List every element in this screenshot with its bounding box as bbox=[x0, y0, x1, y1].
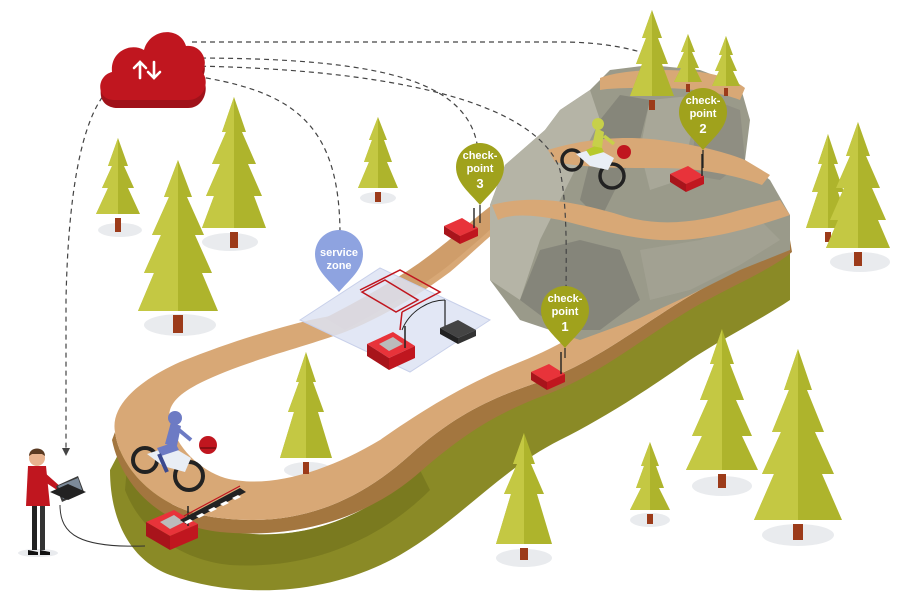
motorcycle-rider-icon bbox=[131, 411, 205, 492]
tree bbox=[630, 10, 674, 110]
link-cloud-to-checkpoint-1 bbox=[191, 65, 567, 301]
service-zone-pin[interactable]: service zone bbox=[315, 230, 363, 292]
link-cloud-to-checkpoint-top bbox=[192, 41, 666, 61]
tree bbox=[202, 97, 266, 248]
grass-base bbox=[110, 250, 790, 591]
timing-station-icon[interactable] bbox=[146, 506, 198, 550]
checkpoint-2-label-line2: point bbox=[690, 108, 717, 120]
person-with-laptop-icon[interactable] bbox=[26, 448, 86, 556]
mountain-ledge-upper bbox=[548, 138, 770, 185]
tree bbox=[826, 122, 890, 266]
timing-station-icon[interactable] bbox=[367, 326, 415, 370]
checkpoint-pin-3[interactable]: check- point 3 bbox=[456, 143, 504, 223]
timing-station-icon[interactable] bbox=[444, 208, 478, 244]
service-zone-label-line1: service bbox=[320, 247, 358, 259]
checkpoint-3-label-line1: check- bbox=[463, 150, 498, 162]
link-cloud-to-service-zone bbox=[187, 74, 341, 236]
checkpoint-1-number: 1 bbox=[561, 319, 568, 334]
cable-operator-to-station bbox=[59, 504, 146, 547]
checkered-finish-line-icon bbox=[180, 485, 246, 524]
checkpoint-pin-2[interactable]: check- point 2 bbox=[679, 88, 727, 168]
timing-station-icon[interactable] bbox=[670, 154, 704, 192]
motorcycle-rider-icon bbox=[560, 118, 626, 190]
tree bbox=[280, 352, 332, 474]
tree bbox=[138, 160, 218, 333]
link-cloud-to-operator bbox=[65, 89, 109, 450]
helmet-icon bbox=[617, 145, 631, 159]
tree bbox=[674, 34, 702, 92]
checkpoint-3-number: 3 bbox=[476, 176, 483, 191]
mountain-ledge-lower bbox=[492, 199, 790, 241]
checkpoint-2-number: 2 bbox=[699, 121, 706, 136]
tree bbox=[712, 36, 740, 96]
checkpoint-2-label-line1: check- bbox=[686, 95, 721, 107]
timing-station-icon[interactable] bbox=[531, 352, 565, 390]
helmet-icon bbox=[199, 436, 217, 454]
tree bbox=[754, 349, 842, 540]
service-zone-antenna-loop bbox=[359, 269, 442, 331]
data-logger-icon bbox=[401, 299, 476, 344]
checkpoint-pin-1[interactable]: check- point 1 bbox=[541, 286, 589, 358]
cloud-sync-icon[interactable] bbox=[100, 32, 206, 108]
tree bbox=[630, 442, 670, 524]
checkpoint-1-label-line2: point bbox=[552, 306, 579, 318]
tree bbox=[496, 433, 552, 560]
checkpoint-3-label-line2: point bbox=[467, 163, 494, 175]
tree bbox=[358, 117, 398, 202]
tree bbox=[96, 138, 140, 232]
tree bbox=[686, 329, 758, 488]
service-zone-label-line2: zone bbox=[326, 260, 351, 272]
checkpoint-1-label-line1: check- bbox=[548, 293, 583, 305]
trees bbox=[96, 10, 890, 560]
link-cloud-to-checkpoint-3 bbox=[191, 57, 479, 151]
